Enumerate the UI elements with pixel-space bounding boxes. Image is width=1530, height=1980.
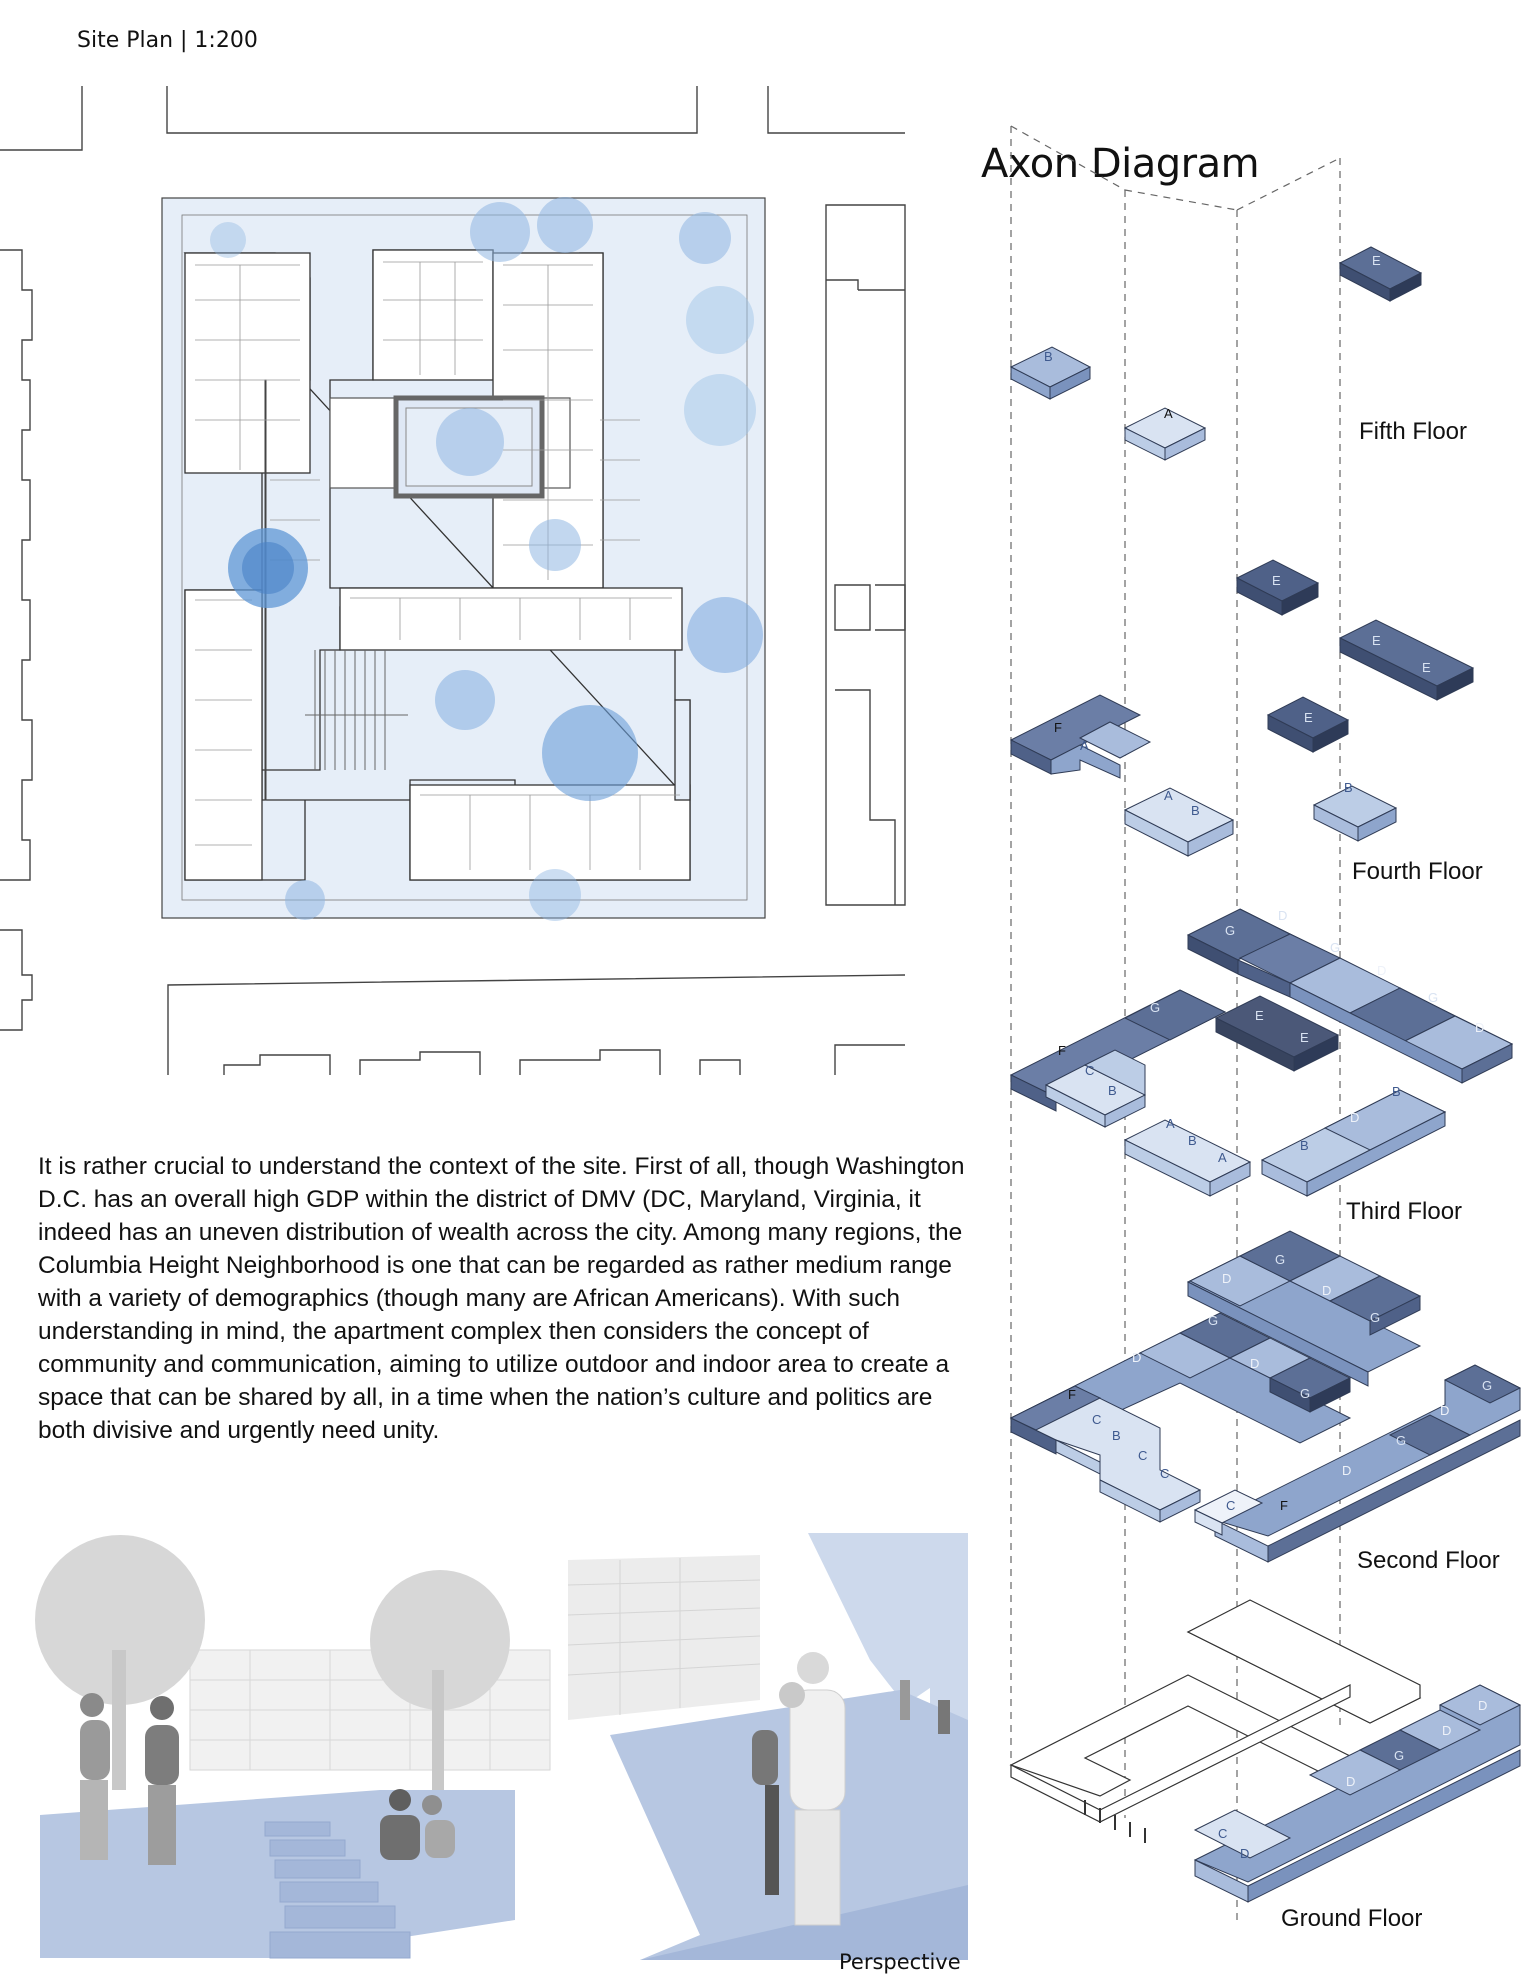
unit-label: E [1422,660,1431,675]
unit-label: B [1188,1133,1197,1148]
unit-label: D [1377,963,1386,978]
unit-label: E [1300,1030,1309,1045]
unit-label: F [1068,1387,1076,1402]
unit-label: G [1150,1000,1160,1015]
floor-label-third: Third Floor [1346,1198,1463,1225]
floor-label-ground: Ground Floor [1281,1905,1423,1932]
unit-label: A [1164,406,1173,421]
unit-label: D [1440,1403,1449,1418]
axon-diagram-title: Axon Diagram [981,141,1260,187]
unit-label: E [1304,710,1313,725]
unit-label: D [1278,908,1287,923]
unit-label: A [1166,1116,1175,1131]
interior-layout [195,261,680,870]
unit-label: B [1191,803,1200,818]
unit-label: G [1482,1378,1492,1393]
perspective-corridor [567,1533,968,1960]
fifth-floor-units: E B A [1009,246,1423,461]
unit-label: G [1208,1313,1218,1328]
unit-label: C [1160,1466,1169,1481]
unit-label: D [1240,1846,1249,1861]
ground-floor-slab [1009,1599,1422,1843]
unit-label: C [1138,1448,1147,1463]
unit-block-b: B [1009,346,1092,400]
unit-label: G [1370,1310,1380,1325]
unit-label: A [1080,738,1089,753]
unit-label: F [1058,1043,1066,1058]
unit-label: D [1442,1723,1451,1738]
floor-label-fourth: Fourth Floor [1352,858,1483,885]
trees [210,197,763,921]
unit-label: G [1275,1252,1285,1267]
unit-label: D [1222,1271,1231,1286]
unit-label: B [1108,1083,1117,1098]
unit-label: B [1112,1428,1121,1443]
unit-label: D [1322,1283,1331,1298]
unit-label: G [1300,1386,1310,1401]
unit-label: G [1330,940,1340,955]
unit-label: C [1092,1412,1101,1427]
unit-label: A [1164,788,1173,803]
unit-label: B [1344,780,1353,795]
unit-label: D [1132,1350,1141,1365]
unit-label: G [1396,1433,1406,1448]
unit-block-e: E [1338,246,1423,302]
ground-floor-units: D D G D C D [1193,1684,1522,1903]
unit-label: G [1225,923,1235,938]
floor-label-second: Second Floor [1357,1547,1500,1574]
unit-label: F [1054,720,1062,735]
unit-label: B [1300,1138,1309,1153]
unit-label: D [1346,1774,1355,1789]
unit-label: B [1392,1084,1401,1099]
unit-label: G [1394,1748,1404,1763]
unit-label: C [1226,1498,1235,1513]
floor-label-fifth: Fifth Floor [1359,418,1468,445]
unit-label: F [1280,1498,1288,1513]
context-buildings [0,86,906,1075]
unit-label: D [1478,1698,1487,1713]
second-floor-units: G D D G D G D G F C B C C G D [1009,1230,1522,1563]
site-plan-title: Site Plan | 1:200 [77,28,258,53]
fourth-floor-units: E E E E F A A B [1009,559,1475,857]
unit-label: D [1250,1356,1259,1371]
perspective-plaza [35,1535,551,1959]
unit-label: D [1350,1110,1359,1125]
unit-label: E [1255,1008,1264,1023]
unit-label: E [1272,573,1281,588]
unit-label: C [1085,1063,1094,1078]
perspective-caption: Perspective [839,1950,961,1974]
unit-label: G [1428,990,1438,1005]
unit-label: E [1372,253,1381,268]
third-floor-units: D G G D G D E E G F C B A B A B D [1009,908,1514,1197]
unit-label: B [1044,349,1053,364]
unit-label: D [1342,1463,1351,1478]
unit-label: E [1372,633,1381,648]
unit-label: C [1218,1826,1227,1841]
context-paragraph: It is rather crucial to understand the c… [38,1153,965,1444]
unit-label: A [1218,1150,1227,1165]
unit-block-a: A [1123,406,1207,461]
unit-label: D [1475,1020,1484,1035]
